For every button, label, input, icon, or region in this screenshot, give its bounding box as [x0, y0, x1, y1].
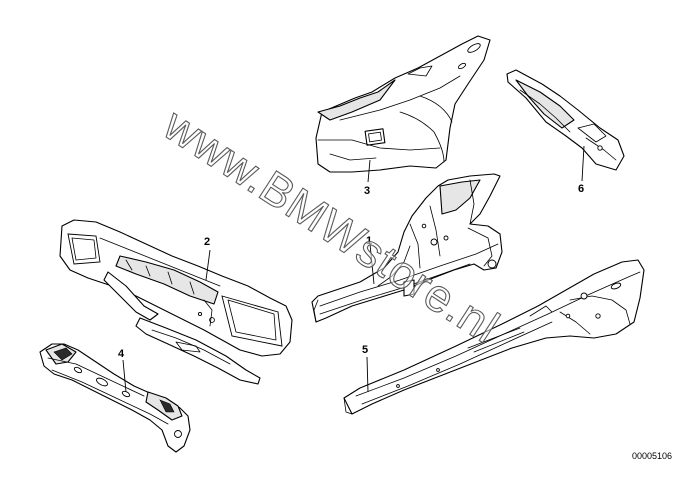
part-6-bracket — [506, 69, 625, 171]
document-number: 00005106 — [632, 451, 672, 461]
leader-6 — [581, 145, 585, 182]
callout-6: 6 — [578, 183, 584, 195]
callout-3: 3 — [364, 185, 370, 197]
callout-4: 4 — [118, 348, 125, 360]
leader-lines — [122, 145, 585, 393]
callout-2: 2 — [204, 236, 210, 248]
callout-1: 1 — [366, 235, 372, 247]
leader-5 — [366, 356, 369, 393]
part-5-longitudinal-member — [343, 259, 645, 415]
part-3-wheel-arch-panel — [315, 35, 491, 173]
part-2-front-panel — [59, 219, 293, 385]
part-1-side-member — [311, 173, 503, 323]
leader-2 — [205, 249, 211, 281]
callout-labels: 1 2 3 4 5 6 — [118, 183, 584, 360]
leader-1 — [369, 243, 375, 285]
leader-4 — [122, 359, 127, 393]
leader-3 — [367, 159, 371, 183]
callout-5: 5 — [362, 344, 368, 356]
part-4-cross-member — [39, 343, 191, 453]
